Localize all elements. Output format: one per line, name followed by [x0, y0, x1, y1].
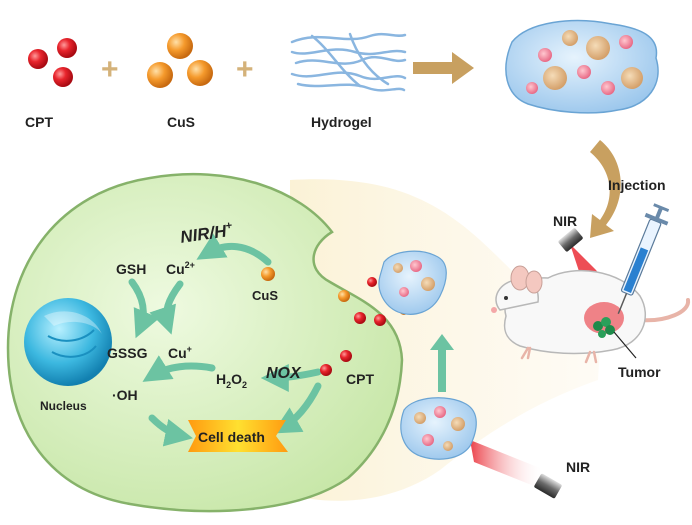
cpt-label-cell: CPT	[346, 371, 374, 387]
cus-label-cell: CuS	[252, 288, 278, 303]
syringe-icon	[617, 203, 670, 315]
injection-arrow	[590, 140, 621, 238]
cpt-particle-in-cell-1	[340, 350, 352, 362]
nir-laser-bottom	[534, 473, 562, 499]
hydrogel-at-cell	[378, 250, 447, 315]
cell-death-label: Cell death	[198, 429, 265, 445]
plus-sign-2: +	[236, 53, 254, 86]
cpt-particles	[28, 38, 77, 87]
release-arrow	[430, 334, 454, 392]
injection-label: Injection	[608, 177, 666, 193]
oh-label: ·OH	[112, 387, 138, 403]
nir-label-bottom: NIR	[566, 459, 590, 475]
cus-particles	[147, 33, 213, 88]
cus-particle-in-cell	[261, 267, 275, 281]
cell-death-badge: Cell death	[188, 420, 288, 452]
hydrogel-label: Hydrogel	[311, 114, 372, 130]
right-arrow	[413, 52, 474, 84]
hydrogel-irradiated	[400, 397, 544, 490]
nucleus	[24, 298, 112, 386]
cu1-label: Cu+	[168, 344, 192, 361]
drug-loaded-hydrogel	[505, 19, 659, 114]
tumor-pointer	[613, 331, 637, 359]
hydrogel-fibers-icon	[290, 32, 407, 92]
plus-sign-1: +	[101, 53, 119, 86]
nox-label: NOX	[266, 365, 302, 382]
mouse-illustration	[491, 265, 691, 364]
cu2-label: Cu2+	[166, 260, 195, 277]
cpt-particle-in-cell-2	[320, 364, 332, 376]
cpt-label: CPT	[25, 114, 53, 130]
h2o2-label: H2O2	[216, 371, 247, 390]
pathway-arrows	[128, 233, 322, 447]
cus-label: CuS	[167, 114, 195, 130]
tumor-cluster	[593, 317, 615, 338]
gssg-label: GSSG	[107, 345, 148, 361]
tumor-label: Tumor	[618, 364, 661, 380]
nucleus-label: Nucleus	[40, 399, 87, 413]
nir-label-top: NIR	[553, 213, 577, 229]
gsh-label: GSH	[116, 261, 146, 277]
